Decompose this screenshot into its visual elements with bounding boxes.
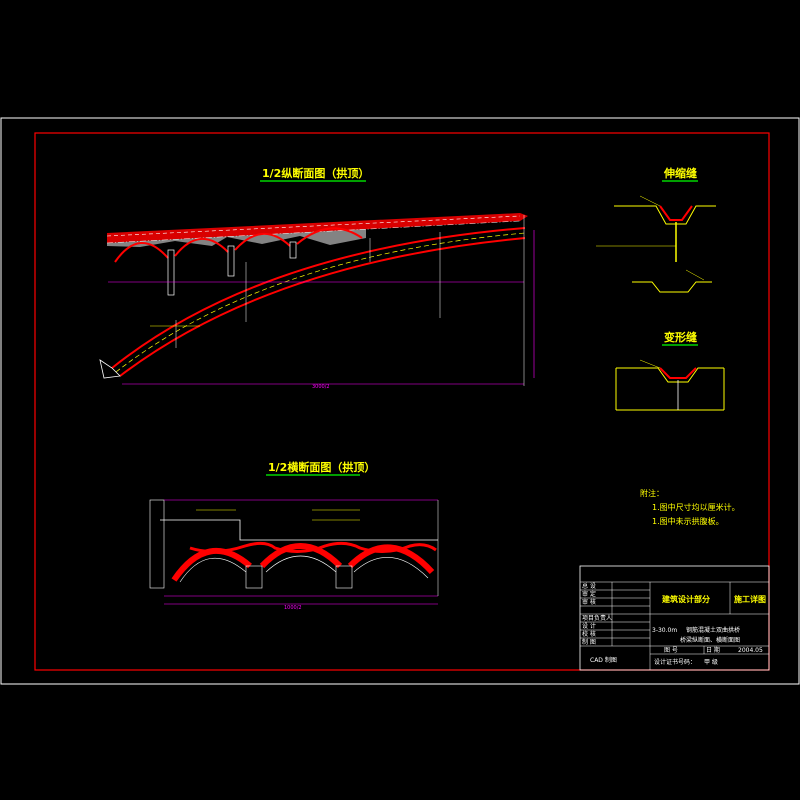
transverse-width-text: 1000/2 xyxy=(284,605,302,611)
arch-rib-3 xyxy=(347,544,435,575)
tb-row-4: 项目负责人 xyxy=(582,614,612,622)
tb-cert-value: 甲 级 xyxy=(704,658,718,666)
detail-a-profile xyxy=(614,205,716,225)
tb-cad-label: CAD 制图 xyxy=(590,656,617,664)
main-arch-axis xyxy=(115,232,526,373)
tb-project-1: 3-30.0m xyxy=(652,627,677,634)
title-block: 总 设 审 定 审 核 项目负责人 设 计 校 核 制 图 建筑设计部分 施工详… xyxy=(579,565,770,671)
spandrel-column-1 xyxy=(167,249,175,296)
tb-row-2: 审 定 xyxy=(582,590,596,598)
rib-foot-2 xyxy=(335,565,353,589)
main-arch-extrados xyxy=(111,227,526,369)
longitudinal-title: 1/2纵断面图（拱顶） xyxy=(262,166,369,180)
tb-cert-label: 设计证书号码： xyxy=(654,658,696,666)
detail-a-leader-2 xyxy=(639,195,661,207)
arch-rib-2 xyxy=(259,543,343,569)
transverse-top-wave xyxy=(189,541,437,553)
expansion-joint-detail: 伸缩缝 xyxy=(596,166,716,293)
tb-date-value: 2004.05 xyxy=(738,647,763,654)
notes-block: 附注： 1.图中尺寸均以厘米计。 1.图中未示拱腹板。 xyxy=(640,488,740,526)
notes-heading: 附注： xyxy=(640,488,664,498)
tb-drawing-no-label: 图 号 xyxy=(664,647,678,654)
outer-border xyxy=(0,117,800,685)
tb-project-2: 钢筋混凝土双曲拱桥 xyxy=(686,626,740,634)
detail-a-title: 伸缩缝 xyxy=(663,166,697,180)
note-2: 1.图中未示拱腹板。 xyxy=(652,516,724,526)
deck-centerline xyxy=(106,215,521,237)
spandrel-arch-1 xyxy=(114,241,169,263)
tb-date-label: 日 期 xyxy=(706,646,720,654)
detail-b-title: 变形缝 xyxy=(664,330,697,344)
transverse-section: 1/2横断面图（拱顶） 1000/2 xyxy=(149,460,439,611)
tb-row-3: 审 核 xyxy=(582,598,596,606)
title-block-frame xyxy=(579,565,770,671)
main-arch-intrados xyxy=(119,237,526,377)
spandrel-column-2 xyxy=(227,245,235,277)
tb-row-6: 校 核 xyxy=(582,630,596,638)
transverse-deck xyxy=(160,519,438,541)
tb-project-3: 桥梁纵断面、横断面图 xyxy=(680,636,740,644)
arch-rib-inner-lines xyxy=(179,555,429,583)
spandrel-arch-3 xyxy=(234,232,291,251)
longitudinal-section: 1/2纵断面图（拱顶） 3000/2 xyxy=(99,166,535,390)
railing-post xyxy=(149,499,165,589)
tb-stage: 施工详图 xyxy=(734,594,766,604)
tb-row-5: 设 计 xyxy=(582,622,596,630)
rib-foot-1 xyxy=(245,565,263,589)
span-dimension-text: 3000/2 xyxy=(312,384,330,390)
detail-b-profile xyxy=(616,367,724,383)
spandrel-column-3 xyxy=(289,241,297,259)
note-1: 1.图中尺寸均以厘米计。 xyxy=(652,502,740,512)
spandrel-fill xyxy=(107,229,366,247)
deformation-joint-detail: 变形缝 xyxy=(615,330,725,411)
transverse-title: 1/2横断面图（拱顶） xyxy=(268,460,375,474)
spandrel-arch-4 xyxy=(296,227,363,245)
detail-b-leader xyxy=(639,359,661,369)
spandrel-arch-2 xyxy=(174,237,229,257)
tb-row-7: 制 图 xyxy=(582,638,596,646)
tb-institute: 建筑设计部分 xyxy=(661,594,710,604)
detail-a-section-2 xyxy=(632,281,712,293)
detail-b-seal xyxy=(659,367,697,379)
detail-a-leader-3 xyxy=(685,269,705,281)
arch-rib-1 xyxy=(171,548,252,582)
inner-frame xyxy=(34,132,770,671)
detail-a-seal xyxy=(659,205,693,221)
tb-row-1: 总 设 xyxy=(582,582,596,590)
arch-springing xyxy=(99,359,121,379)
